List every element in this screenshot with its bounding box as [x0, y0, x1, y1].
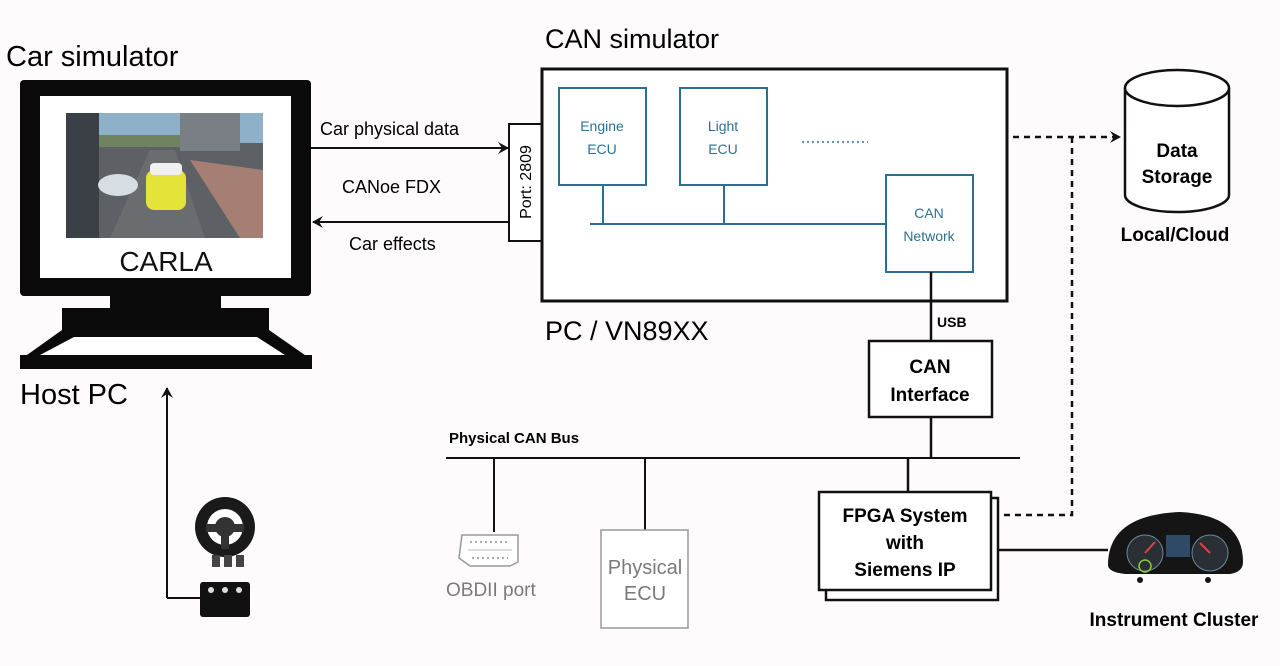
- virtual-can-bus: [590, 185, 886, 225]
- canoe-fdx-label: CANoe FDX: [342, 177, 441, 197]
- engine-ecu: Engine ECU: [558, 87, 647, 186]
- usb-label: USB: [937, 314, 967, 330]
- physical-ecu-box: Physical ECU: [600, 529, 689, 629]
- fpga-line2: with: [885, 533, 924, 554]
- fpga-line1: FPGA System: [843, 506, 968, 527]
- physical-can-bus-label: Physical CAN Bus: [449, 430, 579, 447]
- local-cloud-label: Local/Cloud: [1121, 225, 1230, 246]
- car-simulator-title: Car simulator: [6, 41, 179, 73]
- can-interface-box: CAN Interface: [867, 339, 994, 419]
- carla-screenshot: [66, 113, 263, 238]
- instrument-cluster-icon: [1108, 512, 1243, 583]
- data-storage-line1: Data: [1156, 141, 1198, 162]
- storage-dashed-links: [998, 131, 1121, 517]
- can-interface-line1: CAN: [909, 357, 950, 378]
- light-ecu: Light ECU: [679, 87, 768, 186]
- can-network-box: CAN Network: [885, 174, 974, 273]
- can-interface-line2: Interface: [890, 385, 969, 406]
- car-effects-label: Car effects: [349, 234, 436, 254]
- data-storage-cylinder-icon: Data Storage: [1123, 68, 1231, 214]
- physical-ecu-line2: ECU: [624, 583, 666, 605]
- light-ecu-line1: Light: [708, 118, 738, 134]
- port-label: Port: 2809: [518, 145, 535, 219]
- host-pc-label: Host PC: [20, 379, 128, 411]
- fpga-line3: Siemens IP: [854, 560, 956, 581]
- platform-label: PC / VN89XX: [545, 316, 709, 346]
- obd-connector-icon: [458, 534, 519, 567]
- monitor-icon: CARLA: [20, 80, 312, 369]
- obd-port-label: OBDII port: [446, 580, 536, 601]
- car-physical-data-label: Car physical data: [320, 119, 460, 139]
- data-storage-line2: Storage: [1142, 167, 1213, 188]
- port-box: [508, 123, 543, 242]
- physical-ecu-line1: Physical: [608, 557, 682, 579]
- fpga-system-box: FPGA System with Siemens IP: [817, 490, 1000, 602]
- steering-wheel-icon: [195, 497, 255, 617]
- carla-label: CARLA: [119, 246, 213, 277]
- can-network-line2: Network: [903, 228, 955, 244]
- light-ecu-line2: ECU: [708, 141, 738, 157]
- engine-ecu-line1: Engine: [580, 118, 624, 134]
- instrument-cluster-label: Instrument Cluster: [1090, 610, 1260, 631]
- can-simulator-title: CAN simulator: [545, 24, 719, 54]
- can-network-line1: CAN: [914, 205, 944, 221]
- engine-ecu-line2: ECU: [587, 141, 617, 157]
